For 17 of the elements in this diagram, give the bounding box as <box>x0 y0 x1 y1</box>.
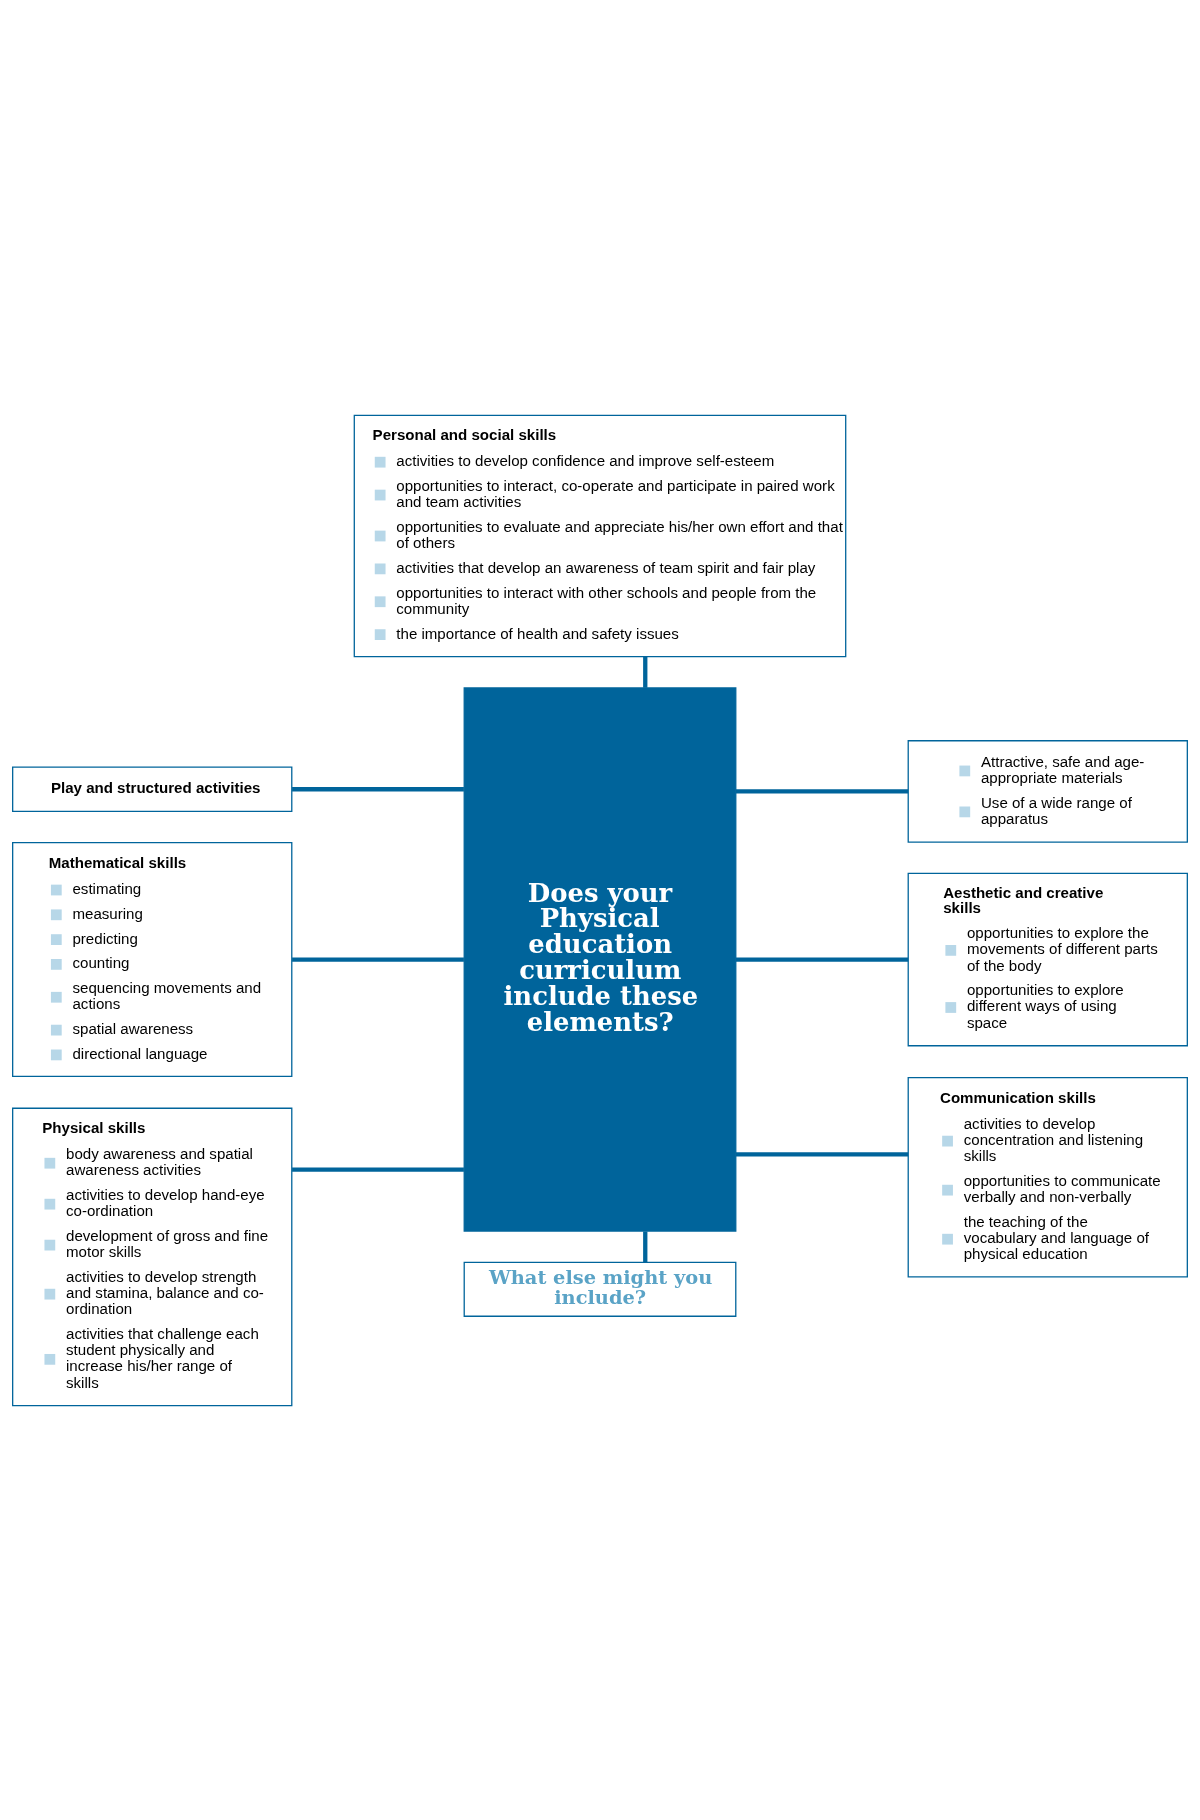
connector <box>735 956 909 962</box>
connector <box>735 788 909 794</box>
node-box: Does your Physical education curriculum include these elements? <box>463 686 737 1232</box>
connector <box>643 656 648 688</box>
node-box: Mathematical skills estimating measuring predicting counting sequencing movements and actions spatial awareness directional language <box>12 841 293 1077</box>
node-box: Physical skills body awareness and spatial awareness activities activities to develop hand-eye co-ordination development of gross and fine motor skills activities to develop strength and stamina, balance and co-ordination activities that challenge each student physically and increase his/her range of skills <box>12 1107 293 1406</box>
connector <box>292 786 464 791</box>
node-box: What else might you include? <box>463 1261 737 1317</box>
node-box: Aesthetic and creative skills opportunities to explore the movements of different parts of the body opportunities to explore different ways of using space <box>907 872 1188 1046</box>
node-box: Communication skills activities to develop concentration and listening skills opportunities to communicate verbally and non-verbally the teaching of the vocabulary and language of physical education <box>907 1076 1188 1278</box>
connector <box>292 956 464 962</box>
node-box: Personal and social skills activities to develop confidence and improve self-esteem opportunities to interact, co-operate and participate in paired work and team activities opportunities to evaluate and appreciate his/her own effort and that of others activities that develop an awareness of team spirit and fair play opportunities to interact with other schools and people from the community the importance of health and safety issues <box>353 414 847 657</box>
connector <box>292 1167 464 1172</box>
node-box: Attractive, safe and age-appropriate materials Use of a wide range of apparatus <box>907 739 1188 843</box>
connector <box>643 1231 648 1262</box>
node-box: Play and structured activities <box>12 766 293 812</box>
connector <box>735 1151 909 1156</box>
